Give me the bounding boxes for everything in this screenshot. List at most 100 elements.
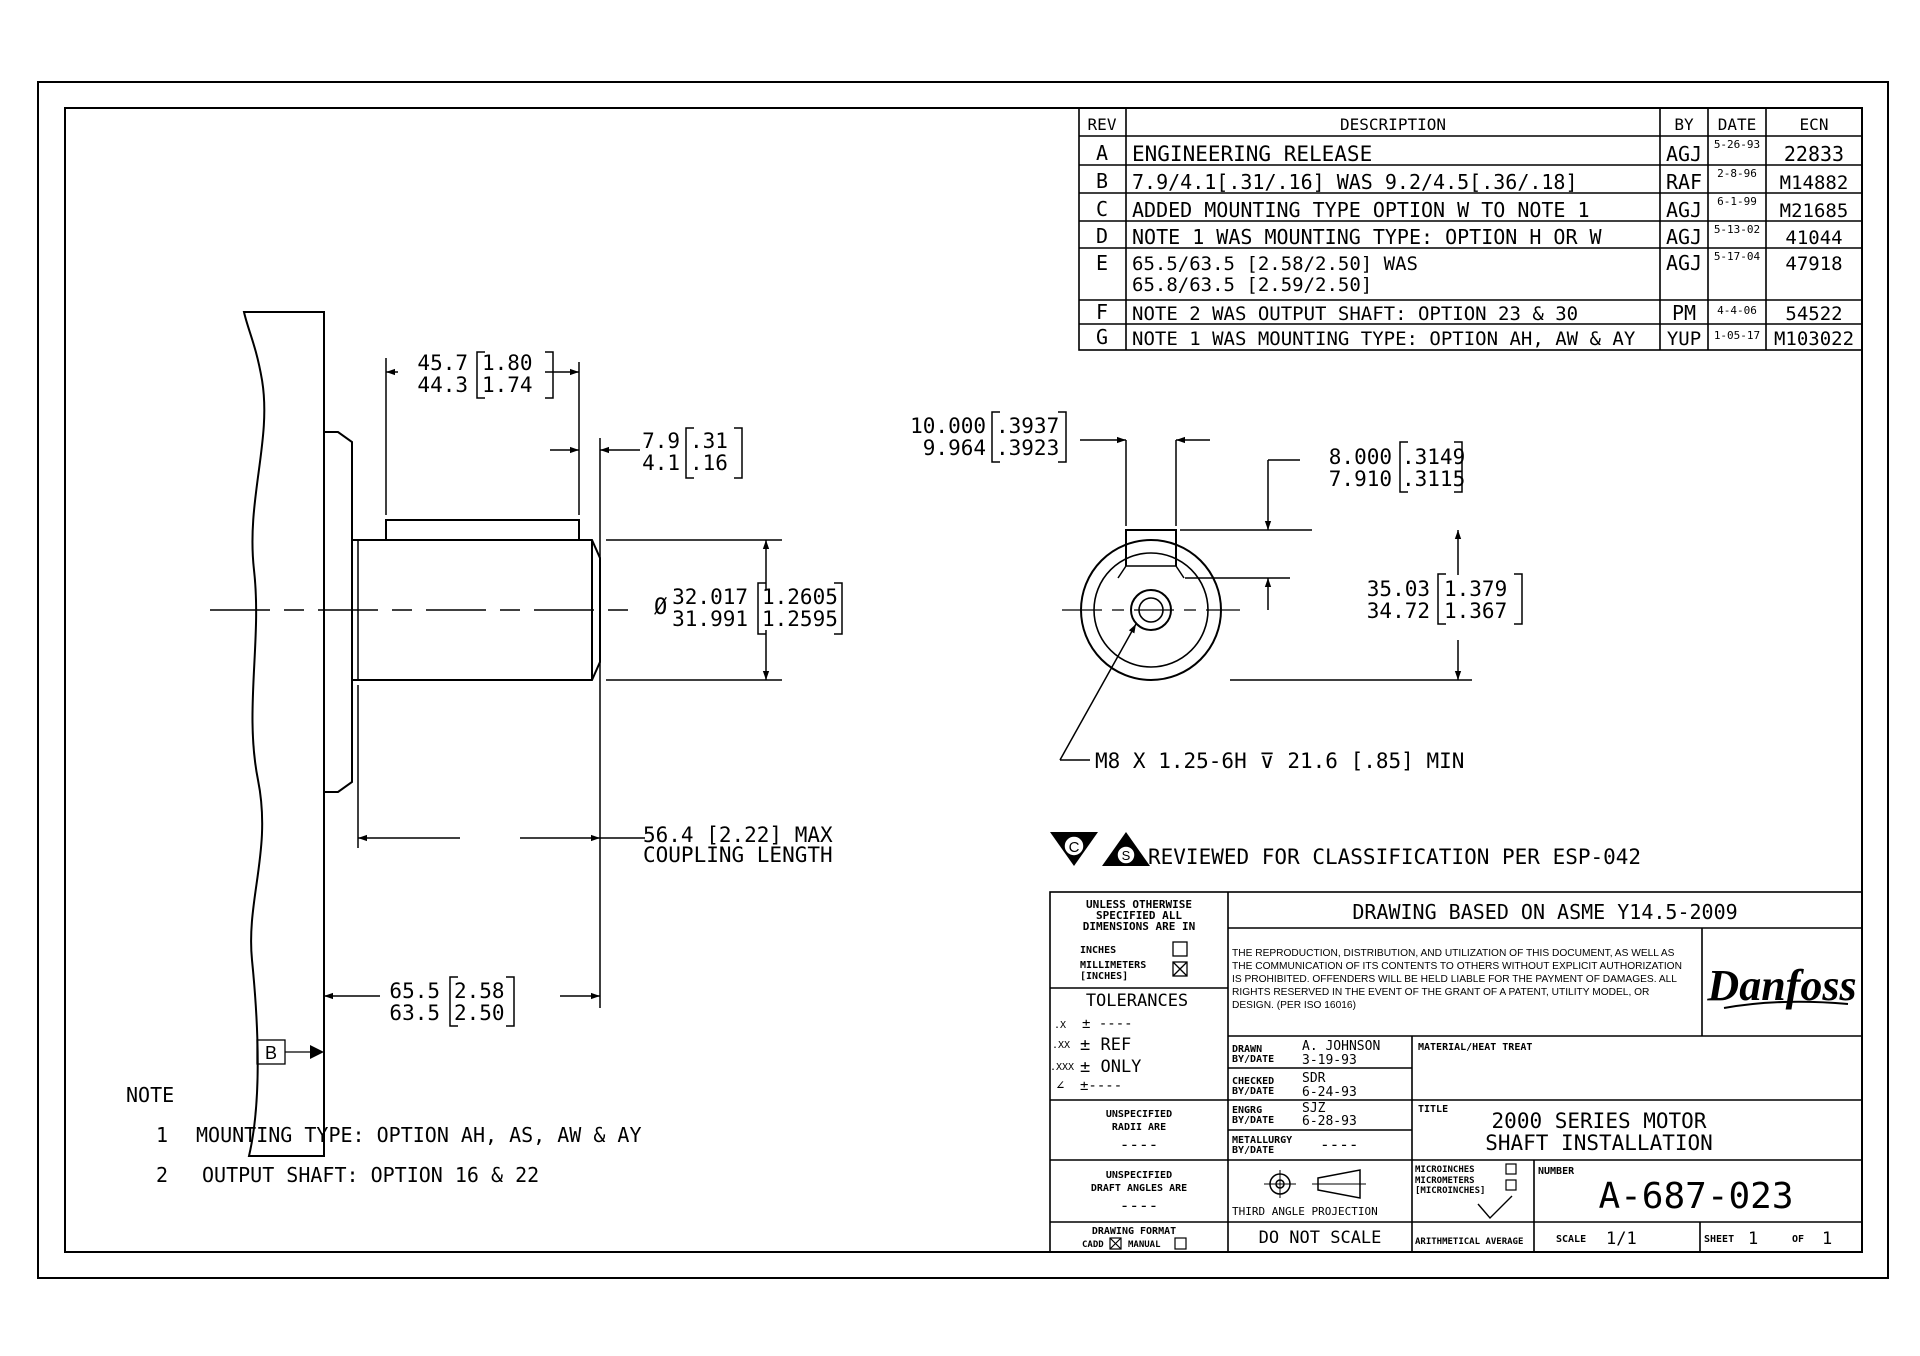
shaft-key (385, 519, 580, 540)
units-header-line2: SPECIFIED ALL (1096, 909, 1182, 922)
rev-description-line2: 65.8/63.5 [2.59/2.50] (1132, 274, 1372, 296)
surface-finish-icon (1477, 1195, 1513, 1220)
rev-description: ENGINEERING RELEASE (1132, 142, 1372, 166)
diameter-symbol: Ø (654, 595, 667, 620)
drawing-standard: DRAWING BASED ON ASME Y14.5-2009 (1352, 900, 1737, 924)
key-height-in-lower: .16 (690, 451, 728, 475)
projection-label: THIRD ANGLE PROJECTION (1232, 1205, 1378, 1218)
sheet-label: SHEET (1704, 1234, 1734, 1245)
title-label: TITLE (1418, 1104, 1448, 1115)
flange-in-lower: 2.50 (454, 1001, 505, 1025)
manual-label: MANUAL (1128, 1240, 1161, 1250)
tol-key: .XX (1052, 1040, 1070, 1051)
classification-s-letter: S (1122, 848, 1131, 863)
keyway-flats (1117, 565, 1185, 579)
rev-by: YUP (1667, 328, 1701, 350)
rev-header: REV (1088, 115, 1117, 134)
thread-callout: M8 X 1.25-6H ⊽ 21.6 [.85] MIN (1095, 749, 1464, 773)
rev-by: AGJ (1666, 225, 1702, 249)
rev-by: AGJ (1666, 198, 1702, 222)
micrometers-checkbox[interactable] (1505, 1179, 1517, 1191)
height-bracket (1437, 573, 1523, 625)
engrg-date: 6-28-93 (1302, 1114, 1357, 1129)
rev-ecn: 47918 (1785, 253, 1842, 275)
third-angle-projection-symbol (1264, 1169, 1366, 1199)
key-length-mm-upper: 45.7 (417, 351, 468, 375)
checked-name: SDR (1302, 1071, 1326, 1086)
outer-border (37, 81, 1889, 1279)
tol-value: ± ONLY (1080, 1057, 1141, 1077)
rev-letter: C (1096, 197, 1108, 221)
flange-bracket (449, 976, 515, 1027)
units-header-line3: DIMENSIONS ARE IN (1083, 920, 1196, 933)
millimeters-checkbox[interactable] (1172, 961, 1188, 977)
rev-letter: A (1096, 141, 1108, 165)
rev-date: 5-17-04 (1714, 250, 1761, 263)
drawn-date: 3-19-93 (1302, 1053, 1357, 1068)
tol-key: .XXX (1050, 1062, 1074, 1073)
micrometers-label: MICROMETERS (1415, 1176, 1475, 1186)
rev-description: 7.9/4.1[.31/.16] WAS 9.2/4.5[.36/.18] (1132, 170, 1578, 194)
rev-by: RAF (1666, 170, 1702, 194)
rev-description: 65.5/63.5 [2.58/2.50] WAS (1132, 253, 1418, 275)
key-width-in-upper: .3937 (996, 414, 1059, 438)
legal-line5: DESIGN. (PER ISO 16016) (1232, 1000, 1356, 1011)
rev-ecn: 54522 (1785, 303, 1842, 325)
do-not-scale: DO NOT SCALE (1259, 1228, 1382, 1248)
mounting-body (242, 311, 325, 1157)
rev-date: 4-4-06 (1717, 304, 1757, 317)
note-number: 1 (156, 1123, 168, 1147)
of-label: OF (1792, 1234, 1804, 1245)
coupling-length-value: 56.4 [2.22] MAX (643, 823, 833, 847)
rev-by: AGJ (1666, 142, 1702, 166)
key-width-mm-lower: 9.964 (923, 436, 986, 460)
title-block-grid (1049, 891, 1863, 1253)
tol-value: ±---- (1080, 1078, 1122, 1094)
rev-description: NOTE 1 WAS MOUNTING TYPE: OPTION H OR W (1132, 225, 1603, 249)
millimeters-check-mark (1172, 961, 1188, 977)
draft-line1: UNSPECIFIED (1106, 1170, 1172, 1181)
keyway (1125, 529, 1177, 566)
date-header: DATE (1718, 115, 1757, 134)
key-depth-mm-lower: 7.910 (1329, 467, 1392, 491)
engrg-bydate-label: BY/DATE (1232, 1115, 1274, 1126)
millimeters-label: MILLIMETERS (1080, 960, 1146, 971)
cadd-checkbox[interactable] (1109, 1237, 1122, 1250)
legal-line1: THE REPRODUCTION, DISTRIBUTION, AND UTIL… (1232, 948, 1675, 959)
rev-date: 6-1-99 (1717, 195, 1757, 208)
datum-triangle (310, 1045, 324, 1059)
scale-label: SCALE (1556, 1234, 1586, 1245)
drawn-label: DRAWN (1232, 1044, 1262, 1055)
height-in-lower: 1.367 (1444, 599, 1507, 623)
key-width-bracket (991, 411, 1067, 463)
manual-checkbox[interactable] (1174, 1237, 1187, 1250)
inches-checkbox[interactable] (1172, 941, 1188, 957)
checked-bydate-label: BY/DATE (1232, 1086, 1274, 1097)
key-height-mm-upper: 7.9 (642, 429, 680, 453)
drawn-bydate-label: BY/DATE (1232, 1054, 1274, 1065)
drawn-name: A. JOHNSON (1302, 1039, 1380, 1054)
drawing-number: A-687-023 (1598, 1176, 1793, 1217)
of-value: 1 (1822, 1229, 1832, 1249)
diameter-in-upper: 1.2605 (762, 585, 838, 609)
key-depth-bracket (1399, 441, 1463, 493)
pilot-step (324, 431, 353, 793)
note-text: MOUNTING TYPE: OPTION AH, AS, AW & AY (196, 1123, 642, 1147)
classification-symbol: C S (1050, 832, 1150, 866)
rev-ecn: M103022 (1774, 328, 1854, 350)
tolerances-heading: TOLERANCES (1086, 991, 1188, 1011)
flange-in-upper: 2.58 (454, 979, 505, 1003)
diameter-bracket (757, 582, 843, 635)
rev-description: ADDED MOUNTING TYPE OPTION W TO NOTE 1 (1132, 198, 1590, 222)
datum-letter: B (265, 1043, 277, 1063)
rev-by: PM (1672, 301, 1696, 325)
radii-line2: RADII ARE (1112, 1122, 1166, 1133)
diameter-mm-lower: 31.991 (672, 607, 748, 631)
rev-ecn: 22833 (1784, 142, 1844, 166)
legal-line4: RIGHTS RESERVED IN THE EVENT OF THE GRAN… (1232, 987, 1649, 998)
microinches-checkbox[interactable] (1505, 1163, 1517, 1175)
revision-table (1078, 107, 1863, 351)
tol-value: ± ---- (1082, 1016, 1133, 1032)
cadd-label: CADD (1082, 1240, 1104, 1250)
checked-label: CHECKED (1232, 1076, 1274, 1087)
